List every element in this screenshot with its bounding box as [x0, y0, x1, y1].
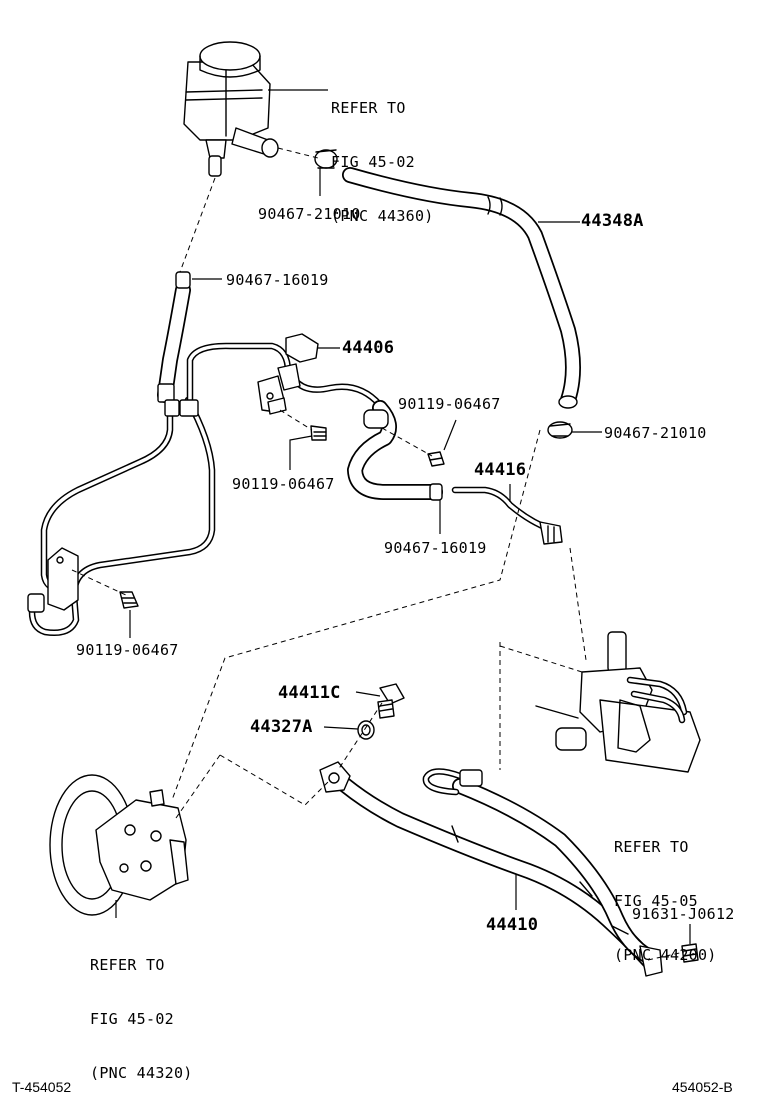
bolt-mid-right: [427, 451, 445, 467]
union-bolt: [377, 683, 405, 719]
label-union-bolt: 44411C: [278, 683, 341, 703]
bolt-bottom: [681, 943, 699, 963]
label-bolt-lower-left: 90119-06467: [76, 641, 179, 659]
ref-pump-label: REFER TO FIG 45-02 (PNC 44320): [90, 920, 193, 1112]
reservoir-illustration: [183, 41, 279, 177]
ref-reservoir-line-2: FIG 45-02: [331, 153, 415, 171]
bolt-mid-left: [310, 425, 327, 441]
steel-lines-left: [27, 342, 292, 636]
ref-reservoir-label: REFER TO FIG 45-02 (PNC 44360): [331, 63, 434, 261]
ref-reservoir-line-1: REFER TO: [331, 99, 406, 117]
ref-gear-line-3: (PNC 44200): [614, 946, 717, 964]
label-clip-mid: 90467-16019: [384, 539, 487, 557]
ref-gear-line-1: REFER TO: [614, 838, 689, 856]
label-gasket: 44327A: [250, 717, 313, 737]
ref-gear-line-2: FIG 45-05: [614, 892, 698, 910]
leader-lines: [115, 89, 691, 944]
hose-clip-top: [314, 149, 338, 169]
ref-pump-line-1: REFER TO: [90, 956, 165, 974]
ref-gear-label: REFER TO FIG 45-05 (PNC 44200): [614, 802, 717, 1000]
label-tube-44416: 44416: [474, 460, 527, 480]
pump-illustration: [49, 774, 189, 916]
label-clip-left: 90467-16019: [226, 271, 329, 289]
label-clip-right: 90467-21010: [604, 424, 707, 442]
footer-sheet-id: 454052-B: [672, 1079, 733, 1095]
gasket: [357, 720, 375, 740]
steering-gear-illustration: [535, 631, 701, 773]
tube-44406: [257, 333, 384, 415]
label-bolt-mid-left: 90119-06467: [232, 475, 335, 493]
left-return-tube: [157, 271, 191, 403]
ref-pump-line-2: FIG 45-02: [90, 1010, 174, 1028]
s-bend-hose: [347, 400, 443, 501]
label-pressure-hose: 44410: [486, 915, 539, 935]
tube-44416: [451, 486, 563, 545]
dashed-connectors: [71, 147, 685, 961]
footer-figure-id: T-454052: [12, 1079, 72, 1095]
ref-reservoir-line-3: (PNC 44360): [331, 207, 434, 225]
label-clip-top: 90467-21010: [258, 205, 361, 223]
label-bolt-mid-right: 90119-06467: [398, 395, 501, 413]
label-bolt-bottom: 91631-J0612: [632, 905, 735, 923]
label-hose-return: 44348A: [581, 211, 644, 231]
return-hose-44348A: [342, 167, 581, 409]
bolt-lower-left: [119, 591, 139, 609]
label-tube-44406: 44406: [342, 338, 395, 358]
pressure-hose-44410: [319, 761, 663, 977]
ref-pump-line-3: (PNC 44320): [90, 1064, 193, 1082]
hose-clip-right: [547, 421, 573, 439]
